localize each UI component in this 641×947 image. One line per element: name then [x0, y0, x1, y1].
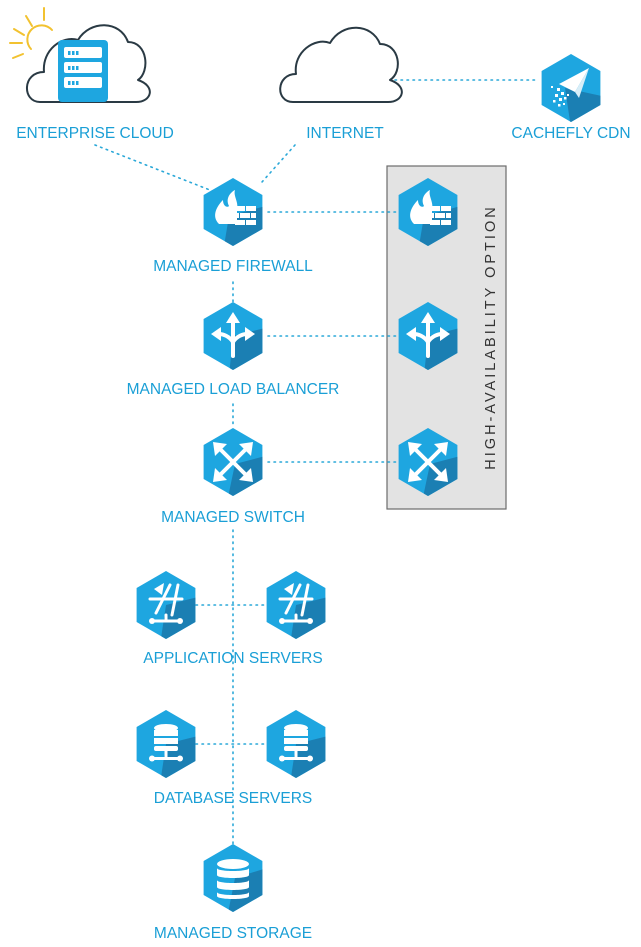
internet-label: INTERNET: [306, 125, 384, 142]
crossed-arrows-icon: [203, 428, 263, 496]
enterprise-cloud-label: ENTERPRISE CLOUD: [16, 125, 174, 142]
firewall-icon: [203, 178, 263, 246]
crossed-arrows-icon-ha: [398, 428, 458, 496]
high-availability-label: HIGH-AVAILABILITY OPTION: [483, 204, 499, 469]
app-server-icon-left: [136, 571, 196, 639]
app-server-icon-right: [266, 571, 326, 639]
switch-label: MANAGED SWITCH: [161, 509, 305, 526]
app-servers-label: APPLICATION SERVERS: [143, 650, 322, 667]
load-balancer-label: MANAGED LOAD BALANCER: [127, 381, 340, 398]
cloud-icon: [279, 26, 403, 103]
firewall-label: MANAGED FIREWALL: [153, 258, 313, 275]
connection-lines: [94, 79, 536, 851]
cloud-server-icon: [9, 7, 151, 103]
storage-label: MANAGED STORAGE: [154, 925, 312, 942]
split-arrows-icon: [203, 302, 263, 370]
database-server-icon-left: [136, 710, 196, 778]
line-internet-firewall: [261, 144, 296, 183]
database-server-icon-right: [266, 710, 326, 778]
cdn-label: CACHEFLY CDN: [511, 125, 630, 142]
storage-icon: [203, 844, 263, 912]
db-servers-label: DATABASE SERVERS: [154, 790, 313, 807]
paper-plane-icon: [541, 54, 601, 122]
line-enterprise-firewall: [94, 144, 216, 193]
